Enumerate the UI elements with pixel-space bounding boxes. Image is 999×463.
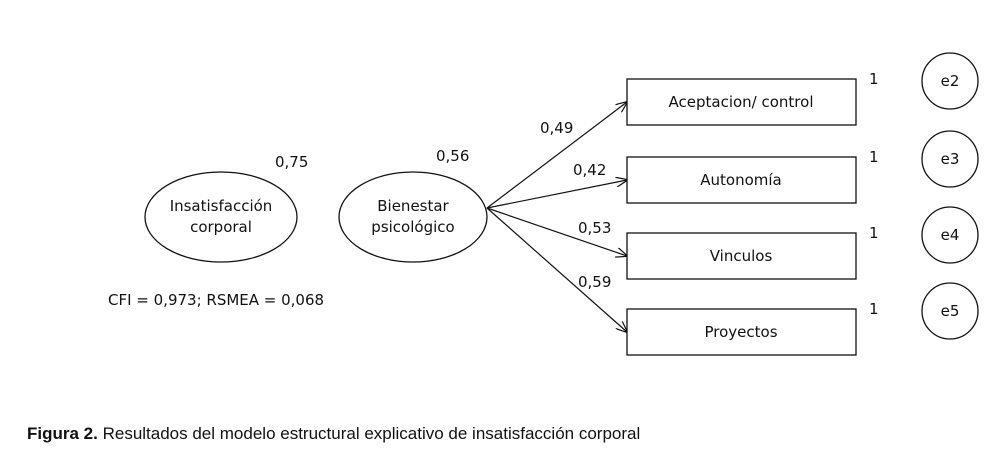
error-circle [921, 52, 979, 110]
indicator-label: Vinculos [710, 247, 773, 265]
fixed-param: 1 [869, 224, 879, 242]
indicator-e4: Vinculos 0,53 1 e4 [486, 206, 979, 280]
path-arrow [486, 102, 627, 209]
latent-insatisfaccion: Insatisfacción corporal 0,75 [144, 153, 308, 263]
r2-value: 0,56 [436, 147, 469, 165]
loading-value: 0,53 [578, 219, 611, 237]
latent-bienestar: Bienestar psicológico 0,56 [338, 147, 488, 263]
error-label: e5 [941, 302, 960, 320]
caption-label: Figura 2. [27, 424, 98, 443]
loading-value: 0,49 [540, 119, 573, 137]
indicator-e5: Proyectos 0,59 1 e5 [486, 207, 979, 356]
fit-indices: CFI = 0,973; RSMEA = 0,068 [108, 291, 324, 309]
error-label: e3 [941, 150, 960, 168]
path-arrow [486, 207, 627, 332]
latent-label: Insatisfacción [170, 197, 273, 215]
indicator-e3: Autonomía 0,42 1 e3 [486, 130, 979, 209]
indicator-box [626, 156, 857, 204]
error-circle [921, 206, 979, 264]
loading-value: 0,42 [573, 161, 606, 179]
error-label: e2 [941, 72, 960, 90]
indicator-label: Proyectos [704, 323, 777, 341]
fixed-param: 1 [869, 148, 879, 166]
indicator-label: Autonomía [700, 171, 781, 189]
error-circle [921, 130, 979, 188]
indicator-label: Aceptacion/ control [669, 93, 814, 111]
fixed-param: 1 [869, 70, 879, 88]
caption-text: Resultados del modelo estructural explic… [97, 424, 641, 443]
indicator-box [626, 308, 857, 356]
r2-value: 0,75 [275, 153, 308, 171]
latent-label: corporal [190, 218, 252, 236]
figure-caption: Figura 2. Resultados del modelo estructu… [27, 424, 640, 444]
error-circle [921, 282, 979, 340]
path-arrow [486, 207, 627, 256]
indicator-box [626, 232, 857, 280]
fixed-param: 1 [869, 300, 879, 318]
indicator-box [626, 78, 857, 126]
error-label: e4 [941, 226, 960, 244]
path-arrow [486, 180, 627, 209]
latent-label: Bienestar [377, 197, 449, 215]
latent-label: psicológico [371, 218, 454, 236]
loading-value: 0,59 [578, 273, 611, 291]
indicator-e2: Aceptacion/ control 0,49 1 e2 [486, 52, 979, 209]
